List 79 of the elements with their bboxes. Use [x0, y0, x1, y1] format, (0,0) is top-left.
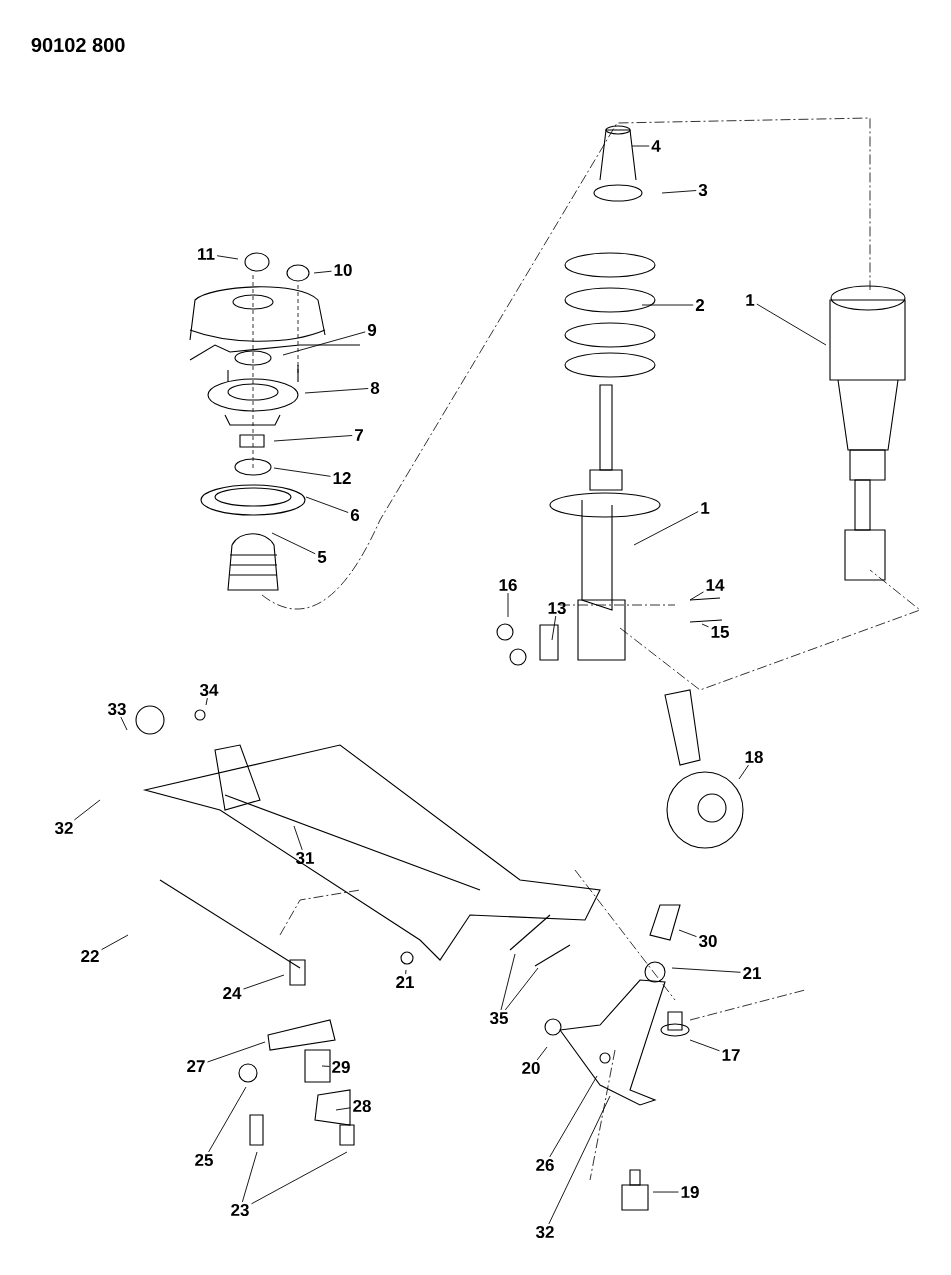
- callout-number: 8: [370, 382, 380, 395]
- leader-line: [243, 974, 285, 990]
- callout-number: 20: [522, 1062, 540, 1075]
- leader-line: [216, 255, 239, 260]
- callout-number: 27: [187, 1060, 205, 1072]
- leader-line: [689, 591, 704, 601]
- callout-number: 19: [681, 1186, 699, 1199]
- drawing-number: 90102 800: [31, 37, 125, 53]
- callout-number: 21: [743, 967, 761, 979]
- callout-number: 29: [332, 1061, 350, 1074]
- leader-line: [101, 934, 129, 951]
- leader-line: [304, 388, 369, 394]
- leader-line: [273, 467, 331, 477]
- callout-number: 34: [199, 684, 219, 697]
- callout-number: 13: [548, 602, 566, 615]
- callout-number: 6: [350, 509, 360, 522]
- leader-line: [251, 1151, 348, 1205]
- leader-line: [633, 511, 699, 546]
- leader-line: [293, 825, 303, 851]
- leader-line: [120, 716, 128, 731]
- callout-number: 18: [745, 751, 763, 764]
- leader-line: [551, 615, 557, 641]
- leader-line: [273, 435, 353, 442]
- leader-line: [678, 929, 697, 938]
- callout-number: 26: [536, 1159, 554, 1172]
- callout-number: 2: [695, 299, 705, 311]
- leader-line: [536, 1046, 548, 1061]
- callout-number: 12: [333, 472, 351, 484]
- leader-line: [652, 1191, 679, 1193]
- leader-line: [548, 1095, 611, 1225]
- leader-line: [305, 496, 349, 513]
- callout-number: 9: [367, 324, 377, 337]
- leader-line: [661, 190, 697, 194]
- leader-line: [405, 969, 407, 975]
- callout-number: 31: [295, 852, 314, 865]
- leader-line: [313, 270, 332, 274]
- leader-line: [507, 592, 509, 618]
- callout-number: 22: [81, 950, 99, 962]
- callout-number: 24: [223, 987, 242, 999]
- leader-line: [282, 331, 366, 356]
- leader-line: [335, 1107, 351, 1111]
- leader-line: [205, 697, 208, 706]
- leader-line: [241, 1151, 258, 1203]
- callout-number: 15: [711, 626, 729, 638]
- leader-line: [208, 1086, 247, 1153]
- callout-number: 30: [698, 935, 717, 948]
- leader-line: [73, 799, 101, 821]
- leader-line: [689, 1039, 720, 1052]
- callout-number: 35: [489, 1012, 508, 1025]
- callout-number: 3: [698, 183, 708, 197]
- leader-line: [504, 967, 539, 1011]
- leader-line: [671, 967, 741, 973]
- leader-line: [321, 1065, 330, 1067]
- leader-line: [207, 1041, 266, 1063]
- leader-line: [549, 1075, 598, 1158]
- callout-number: 23: [231, 1204, 249, 1217]
- leader-line: [500, 953, 516, 1011]
- callout-number: 1: [746, 294, 755, 306]
- leader-line: [738, 764, 749, 780]
- callout-number: 5: [317, 551, 327, 563]
- leader-line: [631, 145, 650, 147]
- callout-number: 21: [396, 976, 414, 988]
- callout-number: 4: [651, 140, 661, 152]
- callout-number: 17: [722, 1049, 740, 1061]
- leader-line: [701, 623, 709, 628]
- callout-number: 1: [701, 502, 710, 514]
- callout-number: 14: [706, 579, 725, 591]
- leader-line: [756, 303, 827, 346]
- callout-number: 25: [195, 1154, 213, 1167]
- leader-line: [271, 532, 316, 555]
- callout-number: 32: [535, 1226, 554, 1239]
- callout-number: 28: [353, 1100, 371, 1113]
- callout-number: 33: [107, 703, 126, 716]
- callout-number: 11: [198, 248, 215, 260]
- callout-number: 16: [499, 579, 517, 592]
- callout-number: 7: [355, 429, 363, 441]
- callout-number: 10: [334, 264, 352, 277]
- callout-number: 32: [54, 822, 73, 835]
- leader-line: [641, 304, 694, 306]
